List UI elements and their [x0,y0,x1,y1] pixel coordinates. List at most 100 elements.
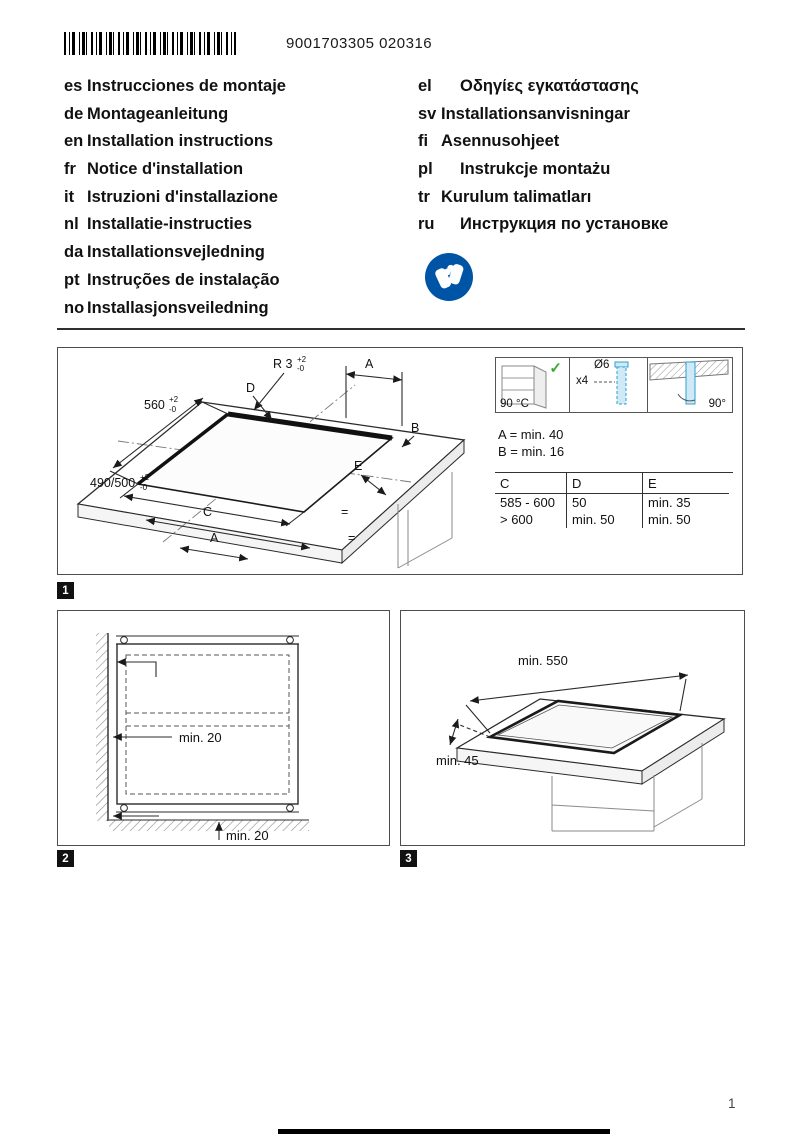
screw-pictogram: Ø6 x4 [570,358,648,412]
page-bottom-mark [278,1129,610,1134]
language-code: nl [64,215,79,234]
label-e: E [354,459,362,473]
dim-490-500: 490/500 [90,476,135,490]
figure-1-badge: 1 [57,582,74,599]
figure-2-badge: 2 [57,850,74,867]
language-label: Инструкция по установке [460,215,669,234]
note-a: A = min. 40 [498,427,564,442]
barcode [64,32,236,55]
language-item: fr Notice d'installation [64,156,286,184]
width-label: min. 550 [518,653,568,668]
language-code: es [64,77,83,95]
section-divider [57,328,745,330]
language-label: Istruzioni d'installazione [87,187,278,206]
language-code: it [64,187,75,206]
language-item: pl Instrukcje montażu [418,156,668,184]
language-code: tr [418,187,430,206]
language-item: ru Инструкция по установке [418,211,668,239]
table-cell: min. 50 [648,512,691,527]
bottom-gap-label: min. 20 [226,828,269,843]
svg-text:-0: -0 [297,364,305,373]
label-a-top: A [365,357,374,371]
language-label: Instruções de instalação [87,270,280,289]
language-label: Montageanleitung [87,104,229,123]
language-label: Installationsanvisningar [441,104,630,123]
language-code: fr [64,160,76,179]
language-label: Instrukcje montażu [460,160,611,179]
dimension-notes: A = min. 40 B = min. 16 [495,426,733,460]
worktop-clearance-drawing: min. 550 min. 45 [436,653,726,832]
label-d: D [246,381,255,395]
temperature-label: 90 °C [500,398,529,410]
language-code: fi [418,132,429,151]
check-icon: ✓ [549,360,562,377]
language-label: Installationsvejledning [87,243,265,262]
cabinet-icon [501,365,547,409]
language-code: pl [418,160,433,179]
language-item: el Οδηγίες εγκατάστασης [418,73,668,101]
figure-1-cutout-dimensions: 560 +2 -0 R 3 +2 -0 D A B E [57,347,743,575]
label-b: B [411,421,419,435]
table-header: C [495,473,567,494]
figure-2-side-clearance: min. 20 min. 20 [57,610,390,846]
svg-text:+2: +2 [140,473,150,482]
installation-pictograms: ✓ 90 °C Ø6 x4 [495,357,733,413]
language-item: it Istruzioni d'installazione [64,184,286,212]
figure-1-side-panel: ✓ 90 °C Ø6 x4 [495,357,733,528]
equal-sign: = [341,505,348,519]
language-code: sv [418,104,437,123]
language-code: da [64,243,84,262]
screw-count-label: x4 [576,375,589,387]
language-label: Asennusohjeet [441,132,560,151]
note-b: B = min. 16 [498,444,565,459]
side-gap-label: min. 20 [179,730,222,745]
table-cell: min. 50 [567,511,643,528]
worktop-edge-icon [649,359,729,405]
equal-sign: = [348,531,355,545]
dim-560: 560 [144,398,165,412]
label-a-bottom: A [210,531,219,545]
language-label: Installation instructions [87,132,274,151]
screw-diameter-label: Ø6 [594,359,610,371]
dimension-table: C D E 585 - 600 50 min. 35 > 600 min. 50… [495,472,733,528]
table-header: E [643,473,729,494]
table-header: D [567,473,643,494]
language-code: el [418,77,432,95]
angle-label: 90° [708,398,726,410]
table-cell: > 600 [495,511,567,528]
language-code: no [64,298,85,317]
language-code: pt [64,270,80,289]
table-cell: min. 35 [648,495,691,510]
language-code: ru [418,215,435,234]
protective-gloves-icon [424,252,474,302]
language-label: Kurulum talimatları [441,187,592,206]
svg-text:-0: -0 [169,405,177,414]
barcode-number: 9001703305 020316 [286,35,433,52]
svg-text:+2: +2 [297,355,307,364]
figure-3-badge: 3 [400,850,417,867]
language-code: en [64,132,84,151]
label-c: C [203,505,212,519]
language-item: fi Asennusohjeet [418,128,668,156]
language-item: nl Installatie-instructies [64,211,286,239]
cutout-dimension-drawing: 560 +2 -0 R 3 +2 -0 D A B E [76,355,466,569]
language-label: Οδηγίες εγκατάστασης [460,77,639,95]
language-item: pt Instruções de instalação [64,267,286,295]
right-angle-pictogram: 90° [648,358,732,412]
language-code: de [64,104,84,123]
language-label: Notice d'installation [87,160,244,179]
language-label: Installatie-instructies [87,215,253,234]
figure-3-worktop-clearance: min. 550 min. 45 [400,610,745,846]
heat-resistance-pictogram: ✓ 90 °C [496,358,570,412]
dim-radius: R 3 [273,357,293,371]
language-item: tr Kurulum talimatları [418,184,668,212]
screw-icon [594,361,629,405]
language-label: Instrucciones de montaje [87,77,286,95]
